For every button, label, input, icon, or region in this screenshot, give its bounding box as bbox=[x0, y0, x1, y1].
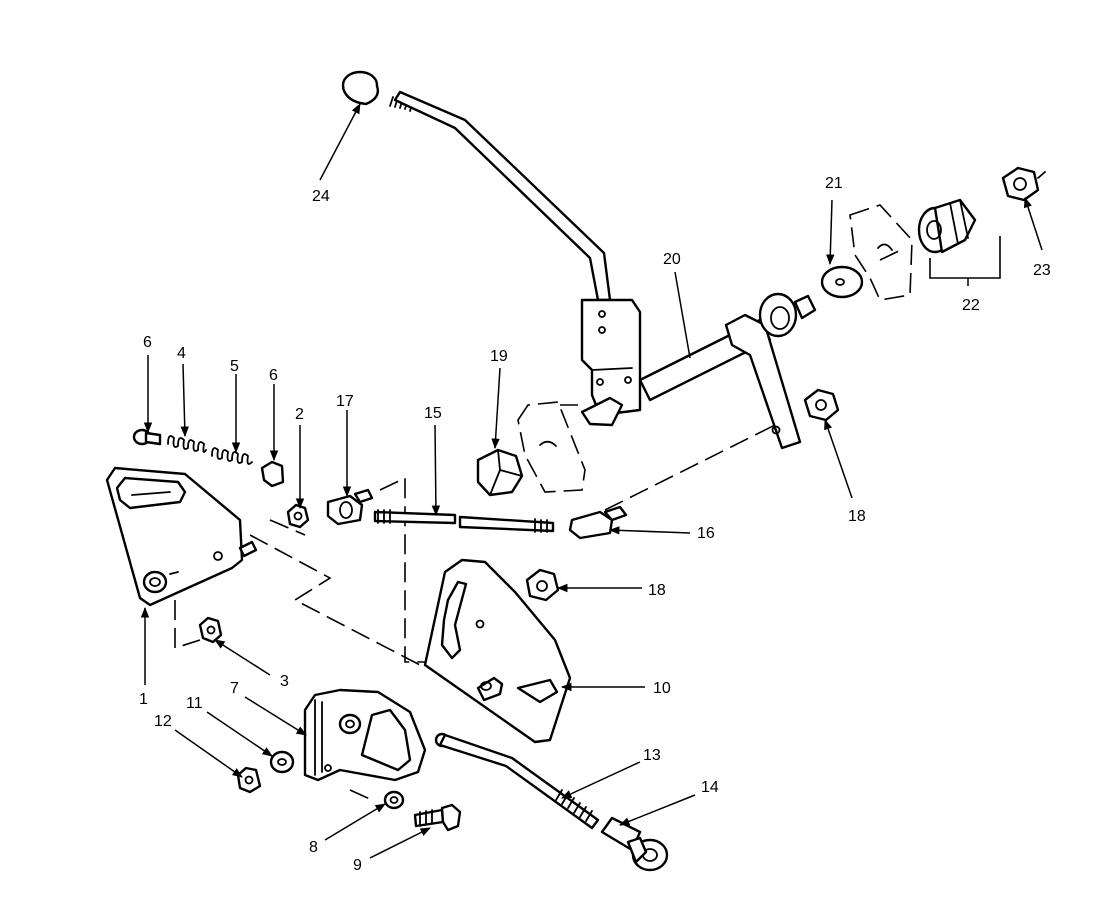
callout-21: 21 bbox=[825, 175, 843, 192]
callout-1: 1 bbox=[139, 691, 148, 708]
part-8-lock-washer bbox=[383, 790, 405, 810]
callout-16: 16 bbox=[697, 525, 715, 542]
part-5-spring bbox=[211, 447, 253, 465]
part-20-shift-lever bbox=[389, 90, 817, 493]
part-21-washer bbox=[820, 265, 864, 299]
part-19-hex-cap bbox=[476, 448, 524, 497]
callout-11: 11 bbox=[186, 695, 203, 712]
callout-24: 24 bbox=[312, 188, 330, 205]
callout-14: 14 bbox=[701, 779, 719, 796]
part-14-rod-end bbox=[600, 816, 669, 872]
callout-18-lower: 18 bbox=[648, 582, 666, 599]
part-18-nut-lower bbox=[525, 568, 560, 602]
callout-15: 15 bbox=[424, 405, 442, 422]
part-16-rod-end bbox=[568, 505, 628, 540]
callout-5: 5 bbox=[230, 358, 239, 375]
callout-19: 19 bbox=[490, 348, 508, 365]
callout-3: 3 bbox=[280, 673, 289, 690]
callout-17: 17 bbox=[336, 393, 354, 410]
part-1-shift-plate bbox=[105, 466, 258, 607]
callout-2: 2 bbox=[295, 406, 304, 423]
callout-20: 20 bbox=[663, 251, 681, 268]
callout-labels: 24 21 23 22 20 19 6 4 5 6 2 17 15 16 18 … bbox=[139, 175, 1051, 874]
part-7-lower-bracket bbox=[303, 688, 427, 782]
part-2-nut bbox=[286, 503, 310, 529]
part-10-gate-plate bbox=[423, 558, 572, 744]
callout-18-upper: 18 bbox=[848, 508, 866, 525]
part-12-nut bbox=[236, 766, 262, 794]
part-24-knob bbox=[341, 70, 380, 106]
callout-6-right: 6 bbox=[269, 367, 278, 384]
part-9-bolt bbox=[413, 803, 462, 832]
part-3-nut bbox=[198, 616, 223, 644]
part-6-pin-right bbox=[260, 460, 285, 488]
part-22-bracket bbox=[929, 236, 1001, 279]
callout-10: 10 bbox=[653, 680, 671, 697]
part-15-adjusting-rod bbox=[373, 509, 555, 533]
callout-22: 22 bbox=[962, 297, 980, 314]
callout-4: 4 bbox=[177, 345, 186, 362]
callout-8: 8 bbox=[309, 839, 318, 856]
callout-9: 9 bbox=[353, 857, 362, 874]
callout-12: 12 bbox=[154, 713, 172, 730]
callout-7: 7 bbox=[230, 680, 239, 697]
leader-lines bbox=[140, 103, 1043, 859]
part-17-rod-end bbox=[326, 488, 374, 526]
part-11-washer bbox=[269, 750, 295, 774]
part-22-bushing-assembly bbox=[849, 198, 977, 301]
callout-6-left: 6 bbox=[143, 334, 152, 351]
callout-13: 13 bbox=[643, 747, 661, 764]
part-4-spring bbox=[167, 435, 207, 453]
callout-23: 23 bbox=[1033, 262, 1051, 279]
part-18-nut-upper bbox=[803, 388, 840, 422]
part-13-threaded-rod bbox=[434, 732, 600, 830]
part-6-pin-left bbox=[132, 428, 162, 446]
part-23-hex-nut bbox=[1001, 166, 1046, 202]
